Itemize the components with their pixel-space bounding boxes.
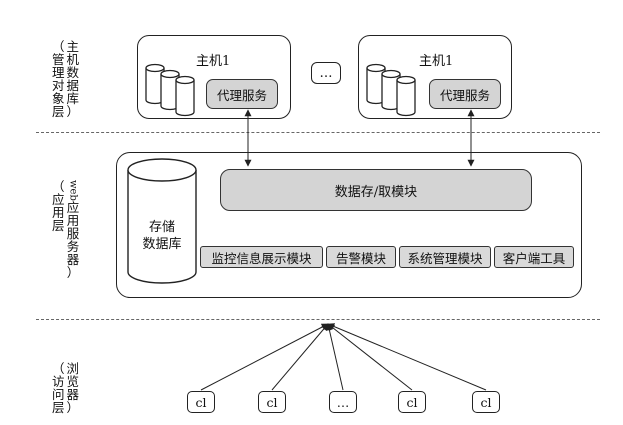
arrow-client5	[327, 323, 487, 391]
layer-label-access-col-right: 浏 览 器 ）	[67, 362, 80, 414]
layer-divider-top	[36, 132, 600, 133]
alarm-module: 告警模块	[326, 246, 396, 268]
label-char: 应	[52, 192, 65, 207]
label-char: 器	[66, 251, 80, 267]
database-stack-icon	[145, 63, 195, 117]
monitor-display-module: 监控信息展示模块	[200, 246, 323, 268]
data-access-module: 数据存/取模块	[220, 169, 532, 211]
label-char: 访	[52, 374, 65, 389]
label-char: 览	[66, 374, 80, 389]
layer-label-management-col-left: （ 管 理 对 象 层	[52, 40, 65, 118]
label-char: 理	[52, 65, 65, 80]
label-char: ）	[66, 104, 80, 119]
host-box-right: 主机1 代理服务	[358, 35, 512, 119]
browser-client: cl	[258, 391, 286, 413]
label-char: 层	[52, 400, 65, 415]
layer-label-management: 主 机 数 据 库 ） （ 管 理 对 象 层	[52, 40, 79, 118]
label-char: 层	[52, 104, 65, 119]
host-box-left: 主机1 代理服务	[137, 35, 291, 119]
label-char: 应	[66, 199, 80, 215]
label-char: （	[52, 361, 65, 376]
label-char: 问	[52, 387, 65, 402]
arrow-client1	[200, 323, 329, 391]
arrow-client3	[325, 323, 344, 391]
storage-label-line-2: 数据库	[142, 237, 182, 252]
agent-service-left: 代理服务	[206, 79, 278, 109]
label-char: ）	[66, 264, 80, 280]
storage-label-line-1: 存储	[148, 220, 175, 235]
label-char: 数	[66, 65, 80, 80]
label-char: 用	[52, 205, 65, 220]
label-char: 主	[66, 39, 80, 54]
layer-divider-bottom	[36, 319, 600, 320]
layer-label-application-col-left: （ 应 用 层	[52, 180, 65, 279]
label-char: 机	[66, 52, 80, 67]
label-char: 服	[66, 225, 80, 241]
label-char: 库	[66, 91, 80, 106]
label-char: 层	[52, 218, 65, 233]
label-char: ）	[66, 400, 80, 415]
label-char: 据	[66, 78, 80, 93]
system-management-module: 系统管理模块	[399, 246, 491, 268]
browser-client: cl	[187, 391, 215, 413]
layer-label-management-col-right: 主 机 数 据 库 ）	[67, 40, 80, 118]
label-char: 器	[66, 387, 80, 402]
application-server-box: 存储 数据库 数据存/取模块 监控信息展示模块 告警模块 系统管理模块 客户端工…	[116, 152, 582, 298]
label-char: 象	[52, 91, 65, 106]
label-char: 用	[66, 212, 80, 228]
storage-database-label: 存储 数据库	[133, 219, 191, 253]
label-char: （	[52, 179, 65, 194]
layer-label-access: 浏 览 器 ） （ 访 问 层	[52, 362, 79, 414]
storage-database-icon	[127, 158, 197, 284]
browser-client-ellipsis: …	[329, 391, 357, 413]
label-char: 对	[52, 78, 65, 93]
label-char: （	[52, 39, 65, 54]
arrow-client4	[327, 323, 413, 391]
label-word: web	[67, 180, 79, 201]
browser-client: cl	[398, 391, 426, 413]
label-char: 管	[52, 52, 65, 67]
client-tool-module: 客户端工具	[494, 246, 574, 268]
layer-label-application-col-right: web 应 用 服 务 器 ）	[67, 180, 80, 279]
host-ellipsis: …	[311, 62, 341, 84]
layer-label-application: web 应 用 服 务 器 ） （ 应 用 层	[52, 180, 80, 279]
browser-client: cl	[472, 391, 500, 413]
arrow-client2	[271, 323, 329, 391]
label-char: 浏	[66, 361, 80, 376]
agent-service-right: 代理服务	[429, 79, 501, 109]
host-title: 主机1	[196, 54, 231, 69]
layer-label-access-col-left: （ 访 问 层	[52, 362, 65, 414]
database-stack-icon	[366, 63, 416, 117]
host-title: 主机1	[419, 54, 454, 69]
label-char: 务	[66, 238, 80, 254]
